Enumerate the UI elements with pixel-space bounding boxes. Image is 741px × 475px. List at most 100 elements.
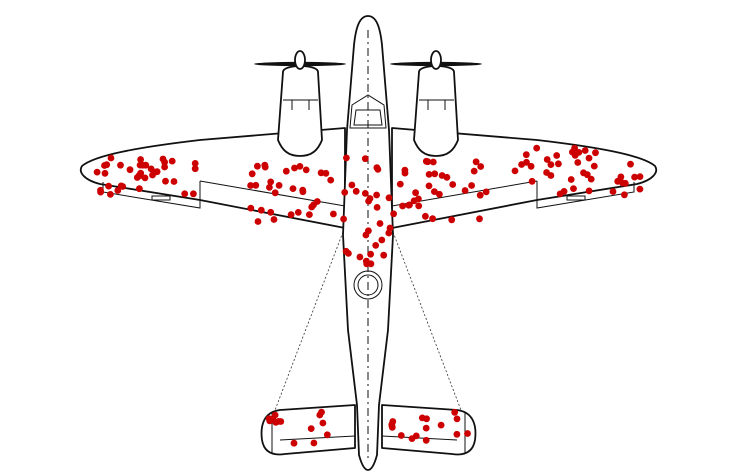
hit-marker: [252, 181, 260, 189]
hit-marker: [422, 424, 430, 432]
hit-marker: [137, 169, 145, 177]
hit-marker: [580, 169, 587, 177]
hit-marker: [412, 432, 420, 440]
hit-marker: [585, 154, 593, 162]
hit-marker: [547, 161, 555, 169]
hit-marker: [543, 156, 551, 163]
hit-marker: [511, 167, 519, 175]
hit-marker: [291, 164, 298, 172]
left-wing: [79, 127, 346, 229]
hit-marker: [345, 250, 352, 257]
hit-marker: [448, 216, 456, 224]
hit-marker: [415, 195, 422, 203]
hit-marker: [425, 182, 433, 190]
hit-marker: [323, 431, 331, 439]
hit-marker: [468, 182, 475, 189]
hit-marker: [367, 250, 374, 258]
hit-marker: [528, 177, 536, 185]
hit-marker: [429, 215, 436, 223]
hit-marker: [105, 182, 112, 190]
hit-marker: [390, 210, 397, 218]
hit-marker: [418, 414, 426, 422]
hit-marker: [476, 191, 484, 199]
hit-marker: [401, 169, 409, 177]
hit-marker: [609, 188, 617, 195]
hit-marker: [170, 178, 178, 185]
gun-turret: [353, 270, 383, 300]
hit-marker: [289, 185, 297, 193]
hit-marker: [374, 166, 382, 173]
hit-marker: [341, 189, 349, 196]
hit-marker: [275, 182, 283, 189]
hit-marker: [139, 161, 147, 169]
hit-marker: [327, 176, 335, 184]
hit-marker: [443, 173, 451, 181]
hit-marker: [97, 188, 104, 196]
hit-marker: [365, 227, 372, 235]
hit-marker: [556, 190, 564, 198]
hit-marker: [380, 251, 388, 259]
hit-marker: [363, 260, 371, 268]
hit-marker: [631, 173, 638, 181]
hit-marker: [267, 178, 275, 186]
hit-marker: [437, 421, 445, 429]
hit-marker: [425, 171, 433, 178]
hit-marker: [147, 165, 155, 173]
hit-marker: [317, 169, 325, 177]
hit-marker: [451, 408, 459, 416]
hit-marker: [424, 158, 432, 166]
hit-marker: [621, 179, 629, 187]
hit-marker: [581, 147, 589, 154]
hit-marker: [378, 236, 386, 244]
hit-marker: [290, 439, 298, 447]
hit-marker: [191, 165, 199, 173]
hit-marker: [348, 181, 356, 189]
hit-marker: [385, 194, 393, 202]
hit-marker: [93, 168, 101, 176]
hit-marker: [592, 149, 599, 157]
hit-marker: [161, 158, 169, 166]
left-engine: [277, 65, 323, 157]
hit-marker: [361, 190, 369, 197]
hit-marker: [181, 190, 189, 198]
hit-marker: [319, 419, 327, 427]
hit-marker: [356, 253, 364, 261]
hit-marker: [296, 163, 304, 170]
hit-marker: [636, 173, 644, 181]
hit-marker: [372, 242, 380, 249]
hit-marker: [464, 430, 471, 437]
hit-marker: [533, 144, 541, 152]
hit-marker: [574, 159, 582, 166]
hit-marker: [376, 220, 384, 227]
hit-marker: [476, 215, 483, 223]
hit-marker: [162, 177, 169, 185]
hit-marker: [431, 170, 439, 178]
hit-marker: [555, 160, 562, 168]
hit-marker: [543, 169, 550, 176]
hit-marker: [190, 190, 197, 198]
hit-marker: [431, 188, 438, 196]
hit-marker: [136, 185, 143, 193]
hit-marker: [307, 425, 315, 432]
cockpit-canopy: [349, 94, 387, 129]
hit-marker: [310, 439, 318, 447]
hit-marker: [373, 191, 380, 199]
hit-marker: [436, 190, 443, 198]
hit-marker: [168, 157, 176, 165]
hit-marker: [361, 155, 369, 163]
right-engine: [413, 65, 459, 157]
hit-marker: [302, 166, 310, 174]
hit-marker: [340, 215, 347, 223]
hit-marker: [406, 201, 413, 209]
hit-marker: [627, 160, 634, 168]
hit-marker: [399, 202, 406, 210]
hit-marker: [277, 418, 285, 425]
fuselage: [342, 15, 394, 471]
hit-marker: [523, 158, 530, 166]
hit-marker: [117, 182, 125, 190]
hit-marker: [137, 156, 145, 163]
hit-marker: [294, 209, 302, 216]
hit-marker: [553, 152, 561, 159]
hit-marker: [453, 430, 461, 438]
hit-marker: [422, 436, 430, 444]
